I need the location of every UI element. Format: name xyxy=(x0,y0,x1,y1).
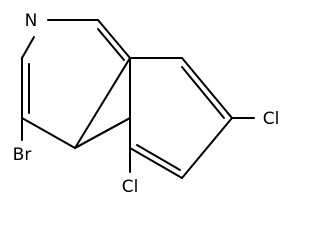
atom-label-n: N xyxy=(25,11,38,31)
atom-label-cl-7: Cl xyxy=(263,109,280,129)
atom-label-br: Br xyxy=(13,145,32,165)
bond-c4-c4a xyxy=(21,117,76,149)
atom-labels: N Br Cl Cl xyxy=(13,11,280,197)
bond-n-c3 xyxy=(21,36,35,59)
molecule-structure: N Br Cl Cl xyxy=(13,11,280,197)
bonds xyxy=(21,19,255,179)
bond-c8-c7 xyxy=(181,57,233,119)
bond-c8-c7-inner xyxy=(181,66,225,119)
bond-c1-c8a-inner xyxy=(97,28,125,61)
bond-c6-c5-inner xyxy=(136,144,181,171)
bond-c6-c5 xyxy=(129,147,183,179)
bond-c7-c6 xyxy=(181,117,233,179)
bond-c1-c8a xyxy=(97,19,131,59)
bond-c4a-c8a xyxy=(74,57,131,149)
atom-label-cl-5: Cl xyxy=(122,177,139,197)
bond-c4a-c4 xyxy=(74,117,131,149)
